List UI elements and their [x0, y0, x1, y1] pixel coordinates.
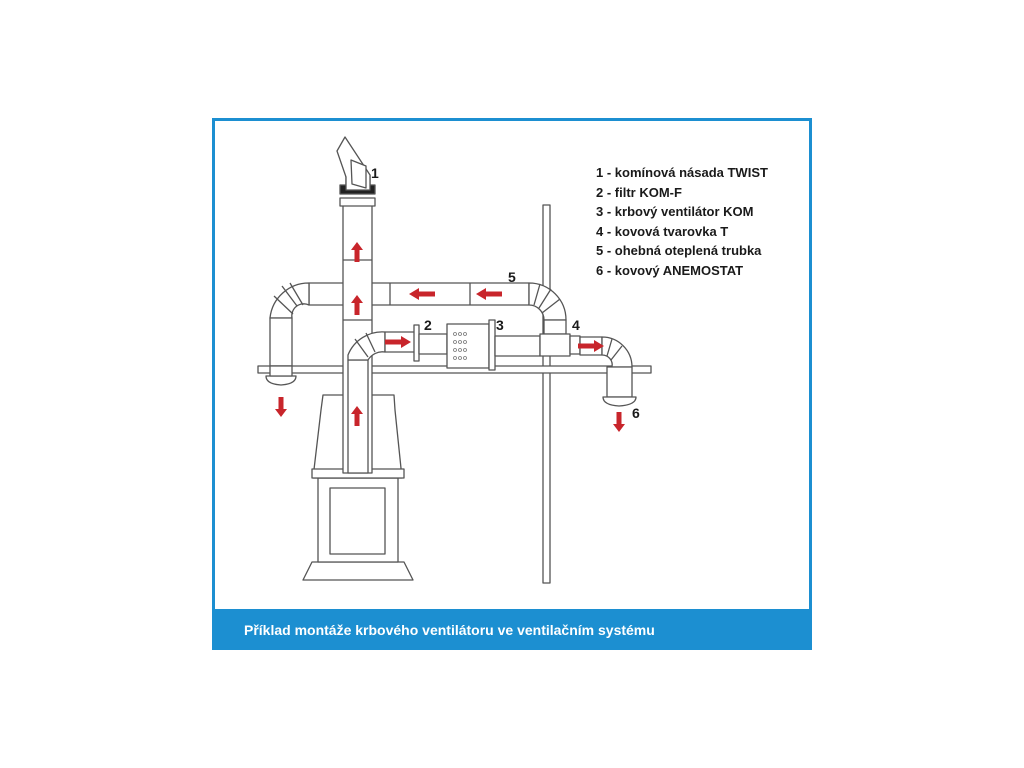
legend-item-1: 1 - komínová násada TWIST — [596, 165, 768, 180]
callout-4: 4 — [572, 317, 580, 333]
chimney-cap-twist — [336, 136, 376, 195]
flow-arrow-down-left — [275, 397, 287, 417]
left-anemostat — [265, 365, 297, 386]
legend-item-6: 6 - kovový ANEMOSTAT — [596, 262, 744, 278]
fireplace-fan-kom — [446, 319, 496, 371]
caption-text: Příklad montáže krbového ventilátoru ve … — [244, 621, 655, 638]
legend-item-2: 2 - filtr KOM-F — [596, 184, 682, 200]
caption-bar: Příklad montáže krbového ventilátoru ve … — [212, 609, 812, 650]
fan-outlet-pipe — [494, 335, 541, 357]
component-legend: 1 - komínová násada TWIST 2 - filtr KOM-… — [596, 163, 768, 281]
metal-t-fitting — [539, 333, 581, 357]
callout-3: 3 — [496, 317, 504, 333]
flow-arrow-down-right — [613, 412, 625, 432]
fireplace-stove — [302, 394, 414, 581]
legend-item-3: 3 - krbový ventilátor KOM — [596, 204, 754, 220]
callout-2: 2 — [424, 317, 432, 333]
support-pole — [542, 204, 551, 584]
legend-item-5: 5 - ohebná oteplená trubka — [596, 243, 762, 259]
callout-5: 5 — [508, 269, 516, 285]
left-outlet-elbow — [269, 282, 310, 367]
callout-6: 6 — [632, 405, 640, 421]
diagram-frame — [212, 118, 812, 650]
flexible-pipe-elbow — [528, 282, 567, 335]
legend-item-4: 4 - kovová tvarovka T — [596, 223, 729, 239]
anemostat-6 — [602, 396, 637, 407]
callout-1: 1 — [371, 165, 379, 181]
filter-kom-f — [413, 324, 448, 362]
